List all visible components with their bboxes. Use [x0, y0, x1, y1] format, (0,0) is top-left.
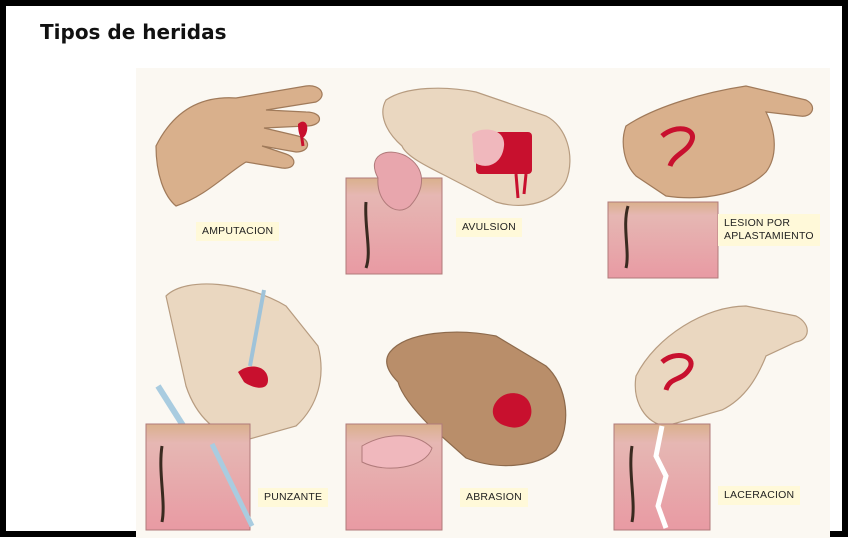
wound-label-amputation: AMPUTACION [196, 222, 279, 241]
wound-illustrations [6, 6, 842, 531]
wound-label-laceration: LACERACION [718, 486, 800, 505]
amputation-illustration [156, 86, 322, 206]
abrasion-illustration [346, 332, 566, 530]
wound-label-crush: LESION POR APLASTAMIENTO [718, 214, 820, 246]
wound-label-puncture: PUNZANTE [258, 488, 328, 507]
crush-illustration [608, 86, 813, 278]
avulsion-illustration [346, 88, 570, 274]
wound-label-abrasion: ABRASION [460, 488, 528, 507]
wound-label-avulsion: AVULSION [456, 218, 522, 237]
